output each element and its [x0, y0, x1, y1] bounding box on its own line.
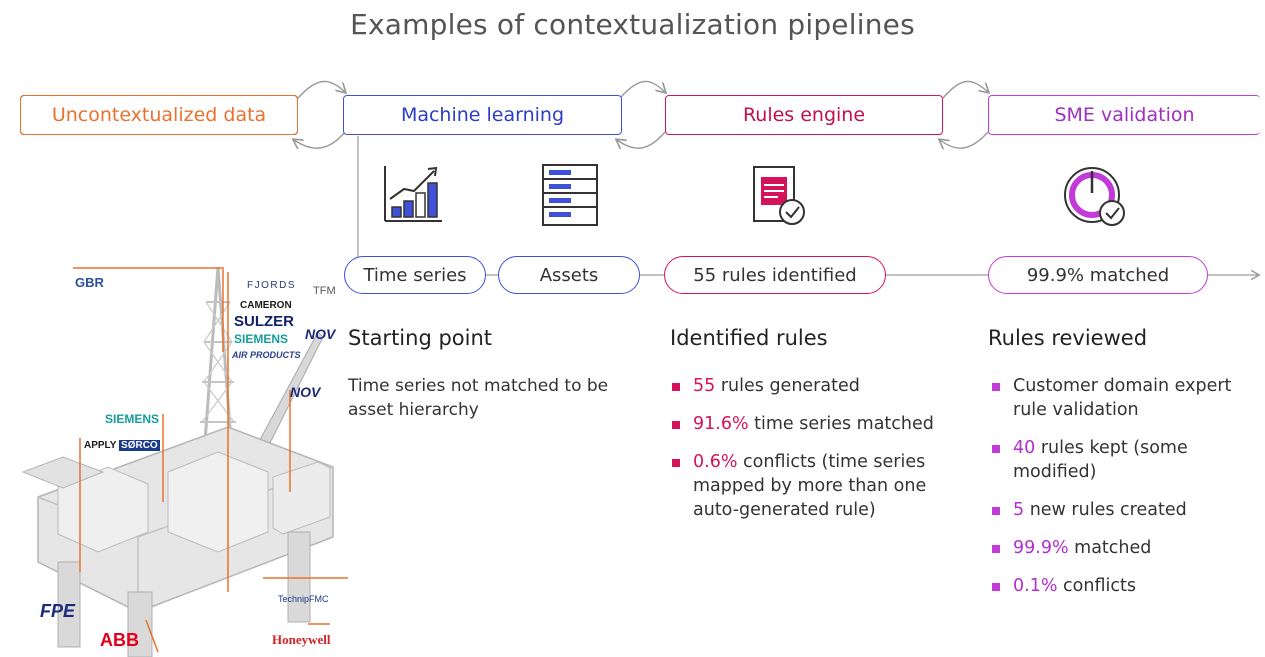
- logo-siemens-1: SIEMENS: [234, 332, 289, 346]
- list-item: 91.6% time series matched: [670, 412, 970, 436]
- stage-sme-validation: SME validation: [988, 95, 1260, 135]
- stage-label: Uncontextualized data: [51, 104, 267, 126]
- stage-label: SME validation: [1054, 104, 1195, 126]
- identified-rules-list: 55 rules generated 91.6% time series mat…: [670, 374, 970, 536]
- pill-matched: 99.9% matched: [988, 256, 1208, 294]
- starting-point-text: Time series not matched to be asset hier…: [348, 376, 609, 420]
- stage-label: Rules engine: [742, 104, 866, 126]
- page-title: Examples of contextualization pipelines: [350, 8, 915, 41]
- oil-rig-illustration: [21, 266, 348, 657]
- list-item: 40 rules kept (some modified): [990, 436, 1265, 484]
- stage-machine-learning: Machine learning: [343, 95, 622, 135]
- logo-fjords: FJORDS: [247, 280, 296, 291]
- rules-reviewed-heading: Rules reviewed: [988, 326, 1148, 350]
- identified-rules-heading: Identified rules: [670, 326, 828, 350]
- loop-arrow-3-top: [942, 80, 988, 99]
- logo-fpe: FPE: [40, 601, 76, 621]
- chart-growth-icon: [384, 166, 442, 222]
- logo-honeywell: Honeywell: [272, 632, 331, 647]
- loop-arrow-2-bottom: [617, 131, 666, 148]
- pill-label: 55 rules identified: [693, 264, 857, 286]
- loop-arrow-3-bottom: [940, 131, 989, 148]
- logo-apply: APPLY SØRCO: [84, 440, 160, 451]
- asset-list-icon: [542, 164, 598, 226]
- loop-arrow-1-bottom: [294, 131, 346, 148]
- starting-point-heading: Starting point: [348, 326, 493, 350]
- logo-technipfmc: TechnipFMC: [278, 594, 329, 604]
- loop-arrow-1-top: [297, 80, 345, 99]
- logo-nov-2: NOV: [290, 384, 321, 400]
- pill-rules-identified: 55 rules identified: [664, 256, 886, 294]
- pill-label: Time series: [363, 264, 467, 286]
- logo-cameron: CAMERON: [240, 300, 292, 311]
- list-item: 55 rules generated: [670, 374, 970, 398]
- list-item: 0.6% conflicts (time series mapped by mo…: [670, 450, 970, 522]
- stage-uncontextualized-data: Uncontextualized data: [20, 95, 298, 135]
- logo-abb: ABB: [100, 630, 139, 650]
- pill-time-series: Time series: [344, 256, 486, 294]
- stage-label: Machine learning: [400, 104, 565, 126]
- list-item: 0.1% conflicts: [990, 574, 1265, 598]
- pill-label: Assets: [539, 264, 599, 286]
- logo-air-products: AIR PRODUCTS: [232, 350, 301, 360]
- logo-gbr: GBR: [75, 275, 104, 290]
- pill-label: 99.9% matched: [1026, 264, 1170, 286]
- loop-arrow-2-top: [619, 80, 665, 99]
- logo-sulzer: SULZER: [234, 313, 294, 330]
- list-item: 5 new rules created: [990, 498, 1265, 522]
- list-item: Customer domain expert rule validation: [990, 374, 1265, 422]
- rules-document-check-icon: [753, 166, 805, 225]
- gauge-check-icon: [1064, 167, 1125, 226]
- logo-siemens-2: SIEMENS: [105, 412, 160, 426]
- pill-assets: Assets: [498, 256, 640, 294]
- list-item: 99.9% matched: [990, 536, 1265, 560]
- stage-rules-engine: Rules engine: [665, 95, 943, 135]
- logo-tfm: TFM: [313, 285, 336, 297]
- logo-nov-1: NOV: [305, 326, 336, 342]
- rules-reviewed-list: Customer domain expert rule validation 4…: [990, 374, 1265, 612]
